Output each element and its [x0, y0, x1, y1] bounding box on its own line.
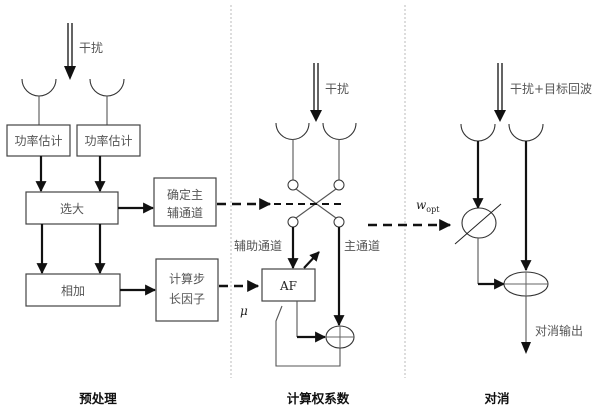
interference-label-1: 干扰 — [79, 41, 103, 55]
select-max-label: 选大 — [60, 202, 84, 216]
antenna-icon — [275, 122, 310, 141]
interference-arrow-2 — [310, 63, 322, 122]
antenna-icon — [322, 122, 357, 141]
caption-compute-weights: 计算权系数 — [287, 391, 350, 406]
determine-channel-line1: 确定主 — [167, 187, 203, 202]
weight-multiplier — [454, 203, 502, 245]
determine-channel-line2: 辅通道 — [167, 206, 203, 220]
aux-channel-label: 辅助通道 — [234, 239, 282, 253]
interference-label-2: 干扰 — [325, 82, 349, 96]
main-channel-label: 主通道 — [344, 239, 380, 253]
summer-node-1 — [325, 325, 355, 349]
antenna-icon — [89, 78, 125, 97]
error-feedback — [275, 305, 341, 367]
switch-node — [287, 179, 299, 191]
caption-preprocess: 预处理 — [79, 391, 117, 406]
af-block — [261, 268, 316, 302]
weight-symbol: wopt — [416, 198, 440, 214]
step-factor-box — [155, 258, 219, 322]
sum-box — [25, 273, 121, 307]
antenna-icon — [460, 123, 496, 142]
mu-symbol: μ — [240, 304, 248, 318]
power-estimate-box-1 — [6, 124, 71, 157]
af-label: AF — [279, 279, 297, 293]
antenna-icon — [21, 78, 57, 97]
power-estimate-label-1: 功率估计 — [14, 133, 62, 148]
determine-channel-box — [153, 177, 217, 227]
caption-cancel: 对消 — [484, 391, 510, 406]
step-factor-line2: 长因子 — [169, 292, 205, 306]
adaptive-arrow — [303, 251, 320, 269]
summer-node-2 — [503, 271, 549, 297]
step-factor-line1: 计算步 — [169, 271, 205, 286]
input-label: 干扰+目标回波 — [510, 82, 592, 96]
interference-arrow-1 — [64, 23, 76, 80]
power-estimate-box-2 — [76, 124, 141, 157]
switch-node — [333, 179, 345, 191]
switch-node — [333, 216, 345, 228]
output-label: 对消输出 — [535, 323, 583, 338]
sum-label: 相加 — [61, 284, 85, 298]
switch-node — [287, 216, 299, 228]
power-estimate-label-2: 功率估计 — [84, 133, 132, 148]
antenna-icon — [508, 123, 544, 142]
input-arrow — [494, 63, 506, 122]
